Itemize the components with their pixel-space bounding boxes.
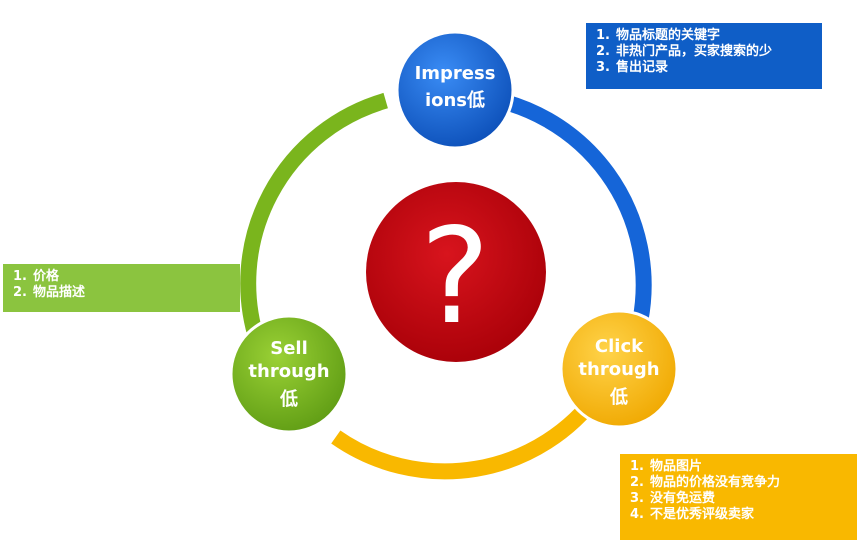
click-through-note-item: 2.物品的价格没有竞争力 <box>630 475 781 490</box>
ring-arc-blue <box>477 88 652 322</box>
impressions-note-item: 2.非热门产品，买家搜索的少 <box>596 44 773 59</box>
click-through-note-item: 4.不是优秀评级卖家 <box>630 507 755 522</box>
impressions-notes-box: 1.物品标题的关键字 2.非热门产品，买家搜索的少 3.售出记录 <box>586 23 822 89</box>
sell-through-node[interactable] <box>229 314 349 434</box>
impressions-node[interactable] <box>395 30 515 150</box>
sell-through-note-item: 1.价格 <box>13 269 60 284</box>
click-through-note-item: 1.物品图片 <box>630 459 703 474</box>
sell-through-label-line1: Sell <box>270 338 308 359</box>
sell-through-notes-box: 1.价格 2.物品描述 <box>3 264 240 312</box>
ring-arc-green <box>240 92 388 345</box>
sell-through-label-line2: through <box>248 361 329 382</box>
question-mark: ? <box>420 200 490 354</box>
impressions-note-item: 1.物品标题的关键字 <box>596 28 721 43</box>
click-through-label-line3: 低 <box>609 386 628 408</box>
sell-through-label-line3: 低 <box>279 388 298 410</box>
sell-through-note-item: 2.物品描述 <box>13 285 86 300</box>
click-through-notes-box: 1.物品图片 2.物品的价格没有竞争力 3.没有免运费 4.不是优秀评级卖家 <box>620 454 857 540</box>
center-circle <box>366 182 546 362</box>
click-through-node[interactable] <box>559 309 679 429</box>
impressions-label-line1: Impress <box>415 63 496 84</box>
click-through-label-line1: Click <box>595 336 644 357</box>
impressions-note-item: 3.售出记录 <box>596 60 669 75</box>
click-through-label-line2: through <box>578 359 659 380</box>
impressions-label-line2: ions低 <box>425 89 485 111</box>
click-through-note-item: 3.没有免运费 <box>630 491 716 506</box>
ring-arc-yellow <box>331 388 605 480</box>
